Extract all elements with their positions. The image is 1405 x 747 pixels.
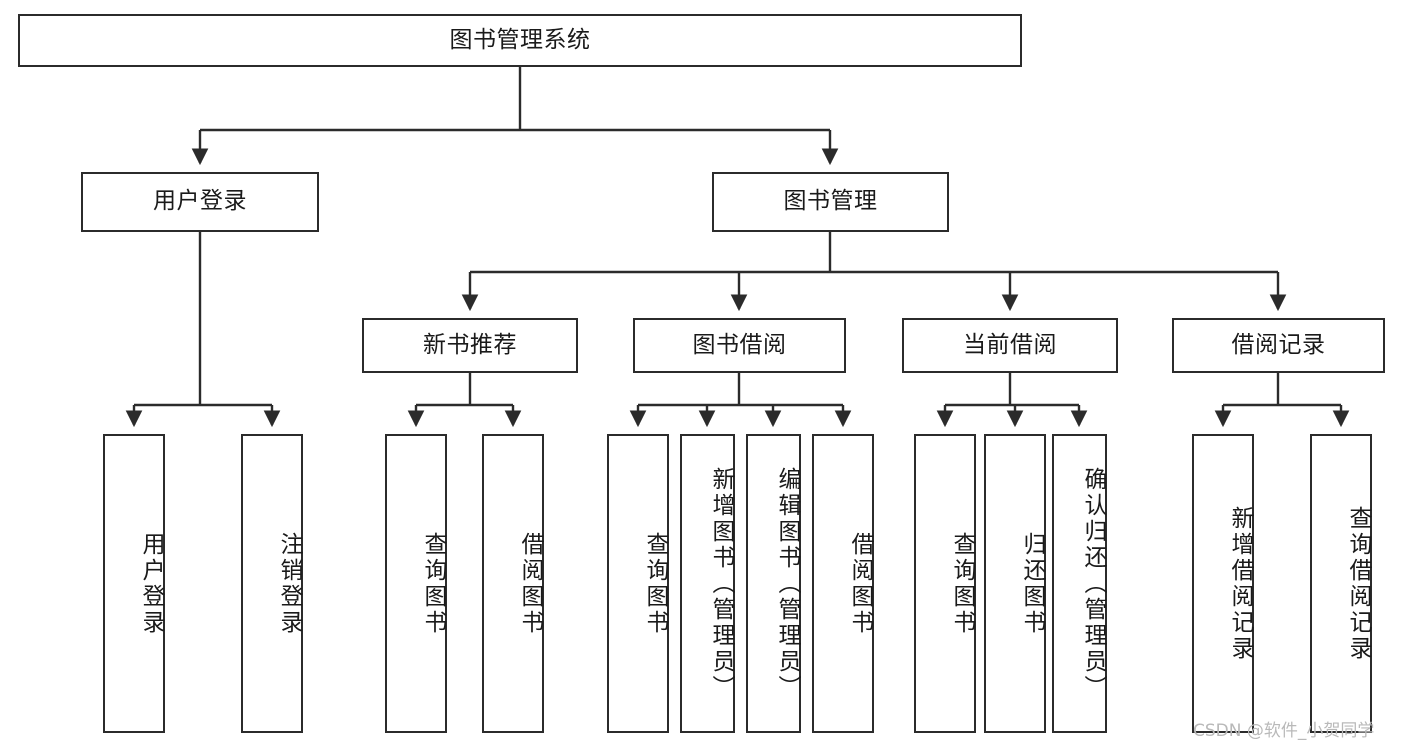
node-book-borrow[interactable]: 图书借阅 [633, 318, 846, 373]
node-root[interactable]: 图书管理系统 [18, 14, 1022, 67]
node-new-book-recommend-label: 新书推荐 [423, 331, 517, 358]
node-book-manage[interactable]: 图书管理 [712, 172, 949, 232]
edges-borrowrecord-to-leaves [1214, 373, 1350, 428]
node-leaf-borrow-book[interactable]: 借阅图书 [812, 434, 874, 733]
node-leaf-query-book-borrow[interactable]: 查询图书 [607, 434, 669, 733]
node-user-login[interactable]: 用户登录 [81, 172, 319, 232]
node-leaf-query-book-rec[interactable]: 查询图书 [385, 434, 447, 733]
node-leaf-edit-book[interactable]: 编辑图书（管理员） [746, 434, 801, 733]
node-borrow-record[interactable]: 借阅记录 [1172, 318, 1385, 373]
edges-userlogin-to-leaves [125, 232, 281, 428]
node-book-borrow-label: 图书借阅 [692, 331, 787, 358]
node-current-borrow-label: 当前借阅 [963, 331, 1057, 358]
edges-currentborrow-to-leaves [936, 373, 1088, 428]
node-leaf-query-book-borrow-label: 查询图书 [642, 531, 668, 636]
node-leaf-borrow-book-label: 借阅图书 [847, 531, 873, 636]
node-leaf-edit-book-label: 编辑图书（管理员） [774, 466, 800, 701]
node-leaf-add-book-label: 新增图书（管理员） [708, 466, 734, 701]
node-leaf-query-book-rec-label: 查询图书 [420, 531, 446, 636]
node-root-label: 图书管理系统 [449, 26, 591, 53]
edges-newbook-to-leaves [407, 373, 522, 428]
edges-bookborrow-to-leaves [629, 373, 852, 428]
node-leaf-add-book[interactable]: 新增图书（管理员） [680, 434, 735, 733]
node-user-login-label: 用户登录 [153, 188, 247, 215]
node-leaf-user-login[interactable]: 用户登录 [103, 434, 165, 733]
edges-root-to-level2 [191, 67, 839, 166]
node-book-manage-label: 图书管理 [783, 188, 878, 215]
node-leaf-query-book-cur[interactable]: 查询图书 [914, 434, 976, 733]
node-leaf-logout[interactable]: 注销登录 [241, 434, 303, 733]
node-current-borrow[interactable]: 当前借阅 [902, 318, 1118, 373]
node-leaf-query-book-cur-label: 查询图书 [949, 531, 975, 636]
node-leaf-return-book-label: 归还图书 [1019, 531, 1045, 636]
node-leaf-add-record[interactable]: 新增借阅记录 [1192, 434, 1254, 733]
edges-bookmanage-to-level3 [461, 232, 1287, 312]
node-leaf-logout-label: 注销登录 [276, 531, 302, 636]
node-borrow-record-label: 借阅记录 [1231, 331, 1326, 358]
node-new-book-recommend[interactable]: 新书推荐 [362, 318, 578, 373]
node-leaf-confirm-return[interactable]: 确认归还（管理员） [1052, 434, 1107, 733]
node-leaf-add-record-label: 新增借阅记录 [1227, 505, 1253, 662]
node-leaf-confirm-return-label: 确认归还（管理员） [1080, 466, 1106, 701]
watermark: CSDN @软件_小贺同学 [1193, 721, 1375, 741]
node-leaf-query-record-label: 查询借阅记录 [1345, 505, 1371, 662]
node-leaf-borrow-book-rec-label: 借阅图书 [517, 531, 543, 636]
node-leaf-return-book[interactable]: 归还图书 [984, 434, 1046, 733]
node-leaf-borrow-book-rec[interactable]: 借阅图书 [482, 434, 544, 733]
node-leaf-query-record[interactable]: 查询借阅记录 [1310, 434, 1372, 733]
node-leaf-user-login-label: 用户登录 [138, 531, 164, 636]
